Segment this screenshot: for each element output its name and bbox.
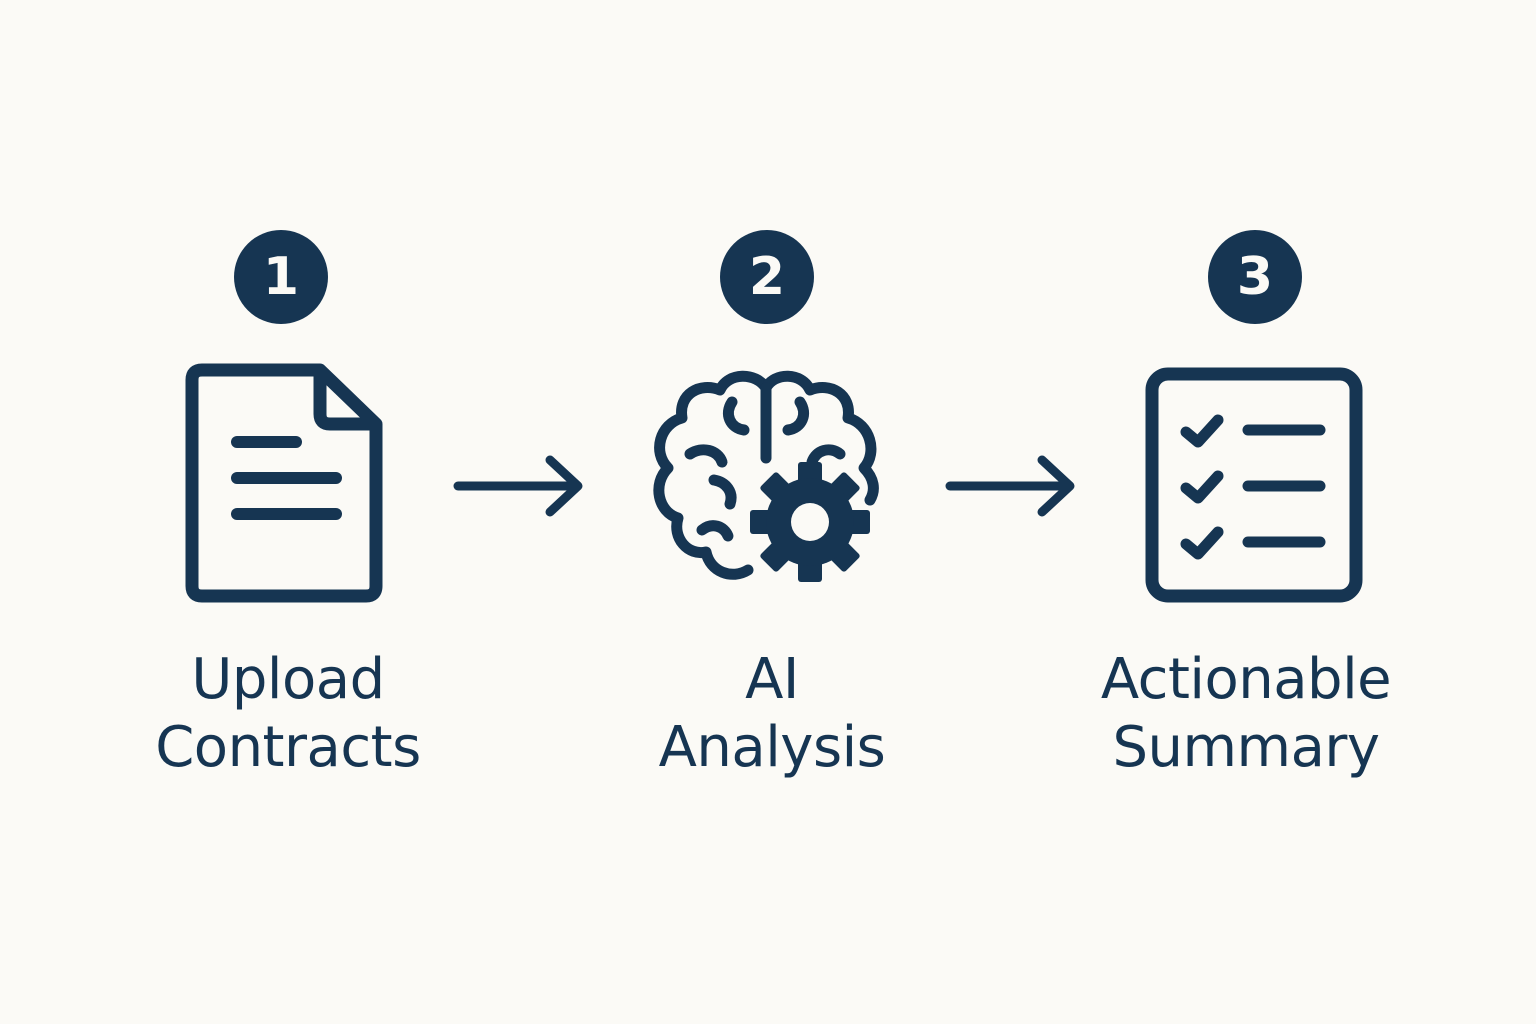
checklist-icon [1145, 367, 1363, 603]
brain-gear-icon [653, 370, 879, 582]
step-label-line: Summary [1112, 715, 1380, 780]
document-icon [185, 363, 383, 603]
arrow-right-icon [945, 455, 1075, 517]
step-label-line: AI [745, 647, 799, 712]
step-number-badge: 2 [720, 230, 814, 324]
step-label-line: Actionable [1100, 647, 1392, 712]
step-label: AI Analysis [562, 646, 982, 782]
step-label: Upload Contracts [78, 646, 498, 782]
step-label-line: Analysis [658, 715, 886, 780]
step-label-line: Contracts [155, 715, 421, 780]
step-label: Actionable Summary [1036, 646, 1456, 782]
step-label-line: Upload [191, 647, 385, 712]
step-number-badge: 3 [1208, 230, 1302, 324]
step-number-badge: 1 [234, 230, 328, 324]
arrow-right-icon [453, 455, 583, 517]
